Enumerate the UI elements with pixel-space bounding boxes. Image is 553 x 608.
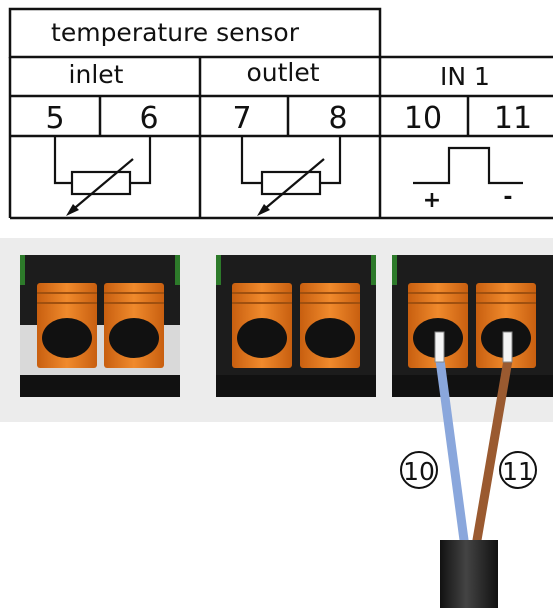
group-label-inlet: inlet bbox=[69, 60, 124, 89]
header-cell bbox=[8, 7, 382, 59]
pulse-input-symbol-icon bbox=[413, 146, 523, 185]
terminal-block-in1 bbox=[392, 255, 553, 397]
terminal-number-11: 11 bbox=[494, 101, 532, 136]
terminal-label-table bbox=[8, 7, 553, 220]
terminal-clamp bbox=[408, 283, 468, 368]
group-label-outlet: outlet bbox=[246, 58, 319, 87]
terminal-number-7: 7 bbox=[232, 101, 251, 136]
thermistor-symbol-icon bbox=[240, 136, 342, 216]
wire-blue bbox=[434, 331, 469, 545]
terminal-number-8: 8 bbox=[328, 101, 347, 136]
terminal-number-5: 5 bbox=[45, 101, 64, 136]
terminal-number-10: 10 bbox=[404, 101, 442, 136]
wire-marker-label: 11 bbox=[502, 457, 534, 486]
terminal-clamp bbox=[104, 283, 164, 368]
header-title: temperature sensor bbox=[51, 18, 300, 47]
polarity-minus-label: - bbox=[503, 185, 512, 210]
terminal-block-outlet bbox=[216, 255, 376, 397]
terminal-number-6: 6 bbox=[139, 101, 158, 136]
wire-marker-10: 10 bbox=[400, 451, 438, 489]
terminal-block-inlet bbox=[20, 255, 180, 397]
wire-marker-label: 10 bbox=[403, 457, 435, 486]
terminal-clamp bbox=[232, 283, 292, 368]
terminal-clamp bbox=[300, 283, 360, 368]
wire-brown bbox=[472, 331, 513, 545]
wire-marker-11: 11 bbox=[499, 451, 537, 489]
polarity-plus-label: + bbox=[423, 188, 441, 213]
group-label-in1: IN 1 bbox=[440, 62, 490, 91]
terminal-clamp bbox=[37, 283, 97, 368]
thermistor-symbol-icon bbox=[53, 136, 152, 216]
cable-jacket bbox=[440, 540, 498, 608]
